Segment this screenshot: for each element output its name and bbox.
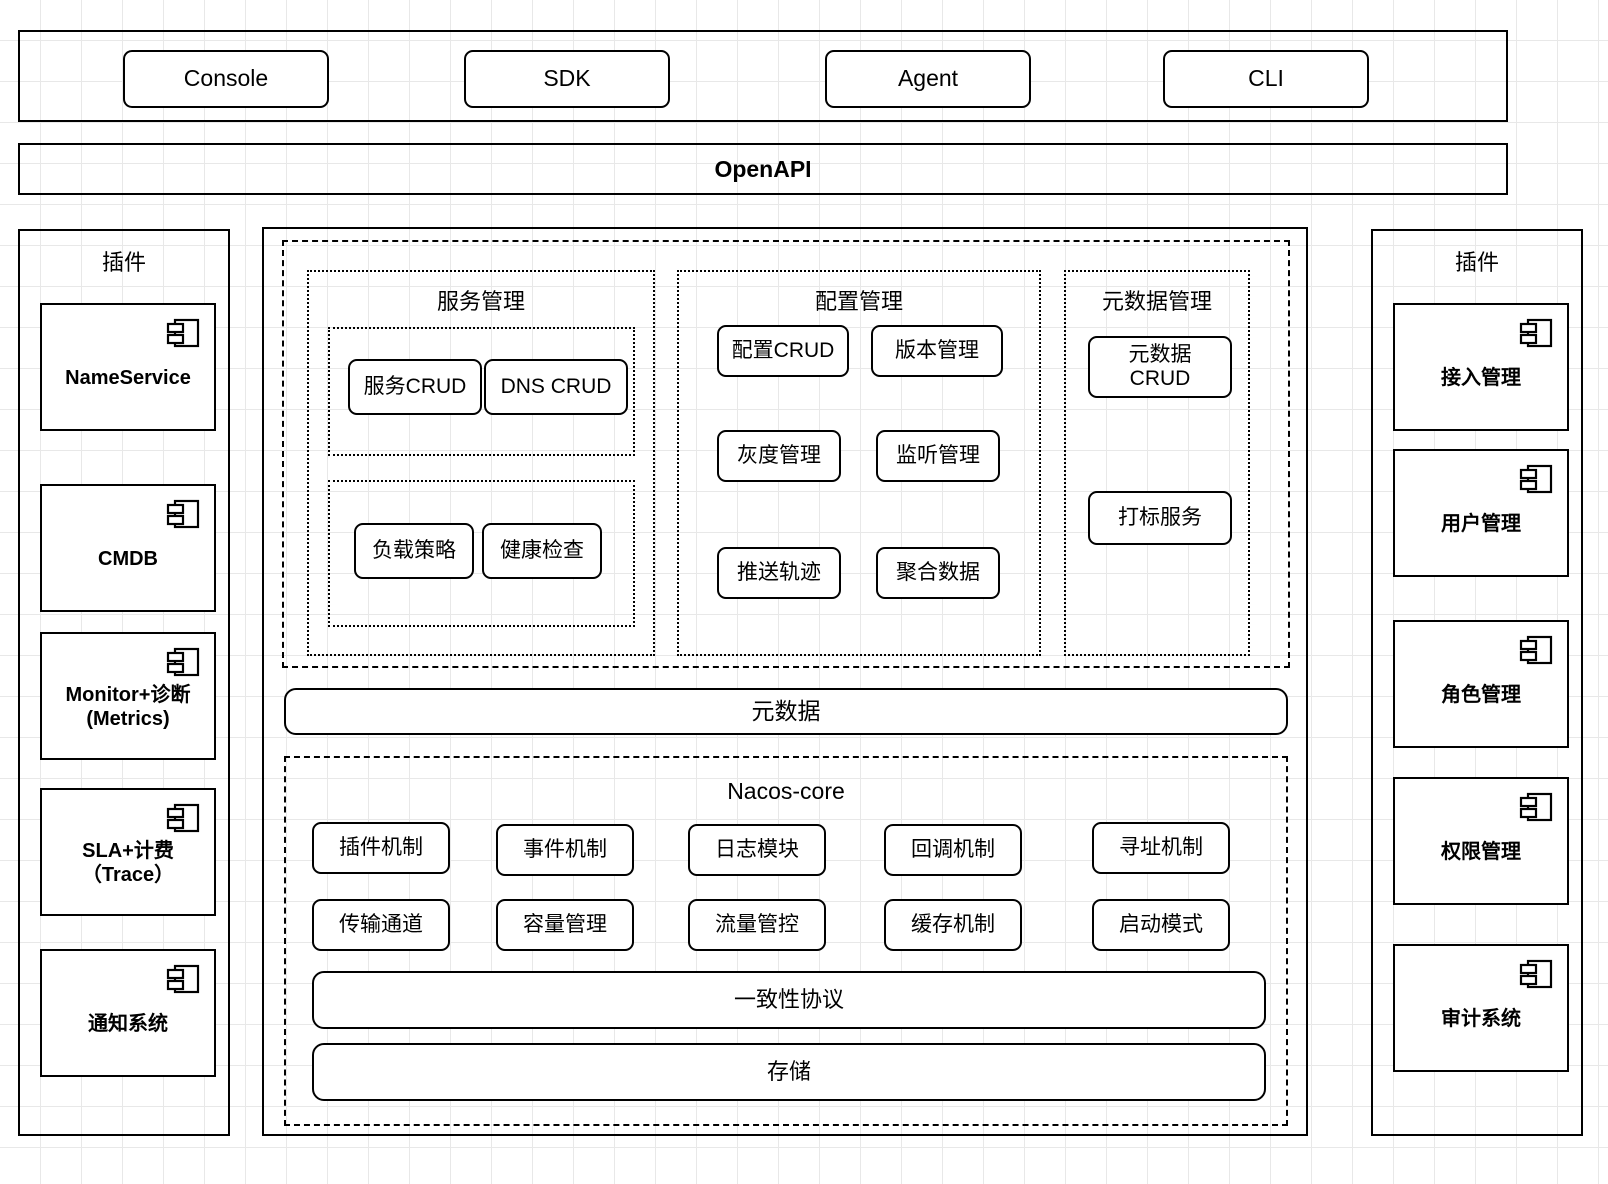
capability-gray-management[interactable]: 灰度管理 (717, 430, 841, 482)
core-plugin-mechanism[interactable]: 插件机制 (312, 822, 450, 874)
capability-health-check[interactable]: 健康检查 (482, 523, 602, 579)
service-management-title: 服务管理 (436, 289, 525, 314)
plugin-access-management[interactable]: 接入管理 (1393, 303, 1569, 431)
openapi-layer-container: OpenAPI (18, 143, 1508, 195)
plugin-nameservice[interactable]: NameService (40, 303, 216, 431)
plugin-label: 接入管理 (1441, 367, 1521, 389)
capability-load-policy[interactable]: 负载策略 (354, 523, 474, 579)
left-plugin-panel-title: 插件 (101, 250, 146, 275)
client-cli[interactable]: CLI (1163, 50, 1369, 108)
core-log-module[interactable]: 日志模块 (688, 824, 826, 876)
plugin-permission-management[interactable]: 权限管理 (1393, 777, 1569, 905)
service-policy-subgroup: 负载策略 健康检查 (328, 480, 635, 627)
metadata-management-group: 元数据管理 元数据 CRUD 打标服务 (1064, 270, 1250, 656)
right-plugin-panel-title: 插件 (1454, 250, 1499, 275)
plugin-label: Monitor+诊断 (Metrics) (65, 684, 191, 730)
client-sdk[interactable]: SDK (464, 50, 670, 108)
plugin-notification-system[interactable]: 通知系统 (40, 949, 216, 1077)
config-management-group: 配置管理 配置CRUD 版本管理 灰度管理 监听管理 推送轨迹 聚合数据 (677, 270, 1041, 656)
nacos-core-container: Nacos-core 插件机制 事件机制 日志模块 回调机制 寻址机制 传输通道… (284, 756, 1288, 1126)
plugin-label: 审计系统 (1441, 1008, 1521, 1030)
plugin-label: 权限管理 (1441, 841, 1521, 863)
core-addressing-mechanism[interactable]: 寻址机制 (1092, 822, 1230, 874)
service-management-group: 服务管理 服务CRUD DNS CRUD 负载策略 健康检查 (307, 270, 655, 656)
capability-aggregate-data[interactable]: 聚合数据 (876, 547, 1000, 599)
plugin-label: SLA+计费 （Trace） (81, 840, 175, 886)
uml-component-icon (166, 647, 200, 677)
core-transport-channel[interactable]: 传输通道 (312, 899, 450, 951)
capability-metadata-crud[interactable]: 元数据 CRUD (1088, 336, 1232, 398)
uml-component-icon (1519, 792, 1553, 822)
plugin-monitor-metrics[interactable]: Monitor+诊断 (Metrics) (40, 632, 216, 760)
nacos-core-title: Nacos-core (727, 778, 845, 804)
metadata-bar[interactable]: 元数据 (284, 688, 1288, 735)
plugin-audit-system[interactable]: 审计系统 (1393, 944, 1569, 1072)
capability-tagging-service[interactable]: 打标服务 (1088, 491, 1232, 545)
uml-component-icon (166, 964, 200, 994)
uml-component-icon (1519, 635, 1553, 665)
capability-service-crud[interactable]: 服务CRUD (348, 359, 482, 415)
uml-component-icon (166, 803, 200, 833)
metadata-management-title: 元数据管理 (1101, 289, 1212, 314)
uml-component-icon (1519, 464, 1553, 494)
plugin-label: 用户管理 (1441, 513, 1521, 535)
client-layer-container: Console SDK Agent CLI (18, 30, 1508, 122)
config-management-title: 配置管理 (814, 289, 903, 314)
plugin-sla-trace[interactable]: SLA+计费 （Trace） (40, 788, 216, 916)
core-cache-mechanism[interactable]: 缓存机制 (884, 899, 1022, 951)
service-crud-subgroup: 服务CRUD DNS CRUD (328, 327, 635, 456)
capability-config-crud[interactable]: 配置CRUD (717, 325, 849, 377)
uml-component-icon (1519, 959, 1553, 989)
plugin-user-management[interactable]: 用户管理 (1393, 449, 1569, 577)
capability-version-management[interactable]: 版本管理 (871, 325, 1003, 377)
plugin-label: CMDB (98, 548, 158, 570)
uml-component-icon (166, 318, 200, 348)
functional-capability-area: 服务管理 服务CRUD DNS CRUD 负载策略 健康检查 配置管理 配置CR… (282, 240, 1290, 668)
core-storage[interactable]: 存储 (312, 1043, 1266, 1101)
core-consistency-protocol[interactable]: 一致性协议 (312, 971, 1266, 1029)
capability-listen-management[interactable]: 监听管理 (876, 430, 1000, 482)
left-plugin-panel: 插件 NameService CMDB Monitor+诊断 (Metrics) (18, 229, 230, 1136)
capability-push-trace[interactable]: 推送轨迹 (717, 547, 841, 599)
uml-component-icon (1519, 318, 1553, 348)
core-event-mechanism[interactable]: 事件机制 (496, 824, 634, 876)
uml-component-icon (166, 499, 200, 529)
plugin-label: 角色管理 (1441, 684, 1521, 706)
capability-dns-crud[interactable]: DNS CRUD (484, 359, 628, 415)
plugin-role-management[interactable]: 角色管理 (1393, 620, 1569, 748)
core-capacity-management[interactable]: 容量管理 (496, 899, 634, 951)
core-panel: 服务管理 服务CRUD DNS CRUD 负载策略 健康检查 配置管理 配置CR… (262, 227, 1308, 1136)
core-callback-mechanism[interactable]: 回调机制 (884, 824, 1022, 876)
plugin-cmdb[interactable]: CMDB (40, 484, 216, 612)
client-agent[interactable]: Agent (825, 50, 1031, 108)
plugin-label: 通知系统 (88, 1013, 168, 1035)
client-console[interactable]: Console (123, 50, 329, 108)
openapi-label: OpenAPI (714, 155, 812, 182)
core-traffic-control[interactable]: 流量管控 (688, 899, 826, 951)
right-plugin-panel: 插件 接入管理 用户管理 角色管理 权限管理 (1371, 229, 1583, 1136)
plugin-label: NameService (65, 367, 191, 389)
core-startup-mode[interactable]: 启动模式 (1092, 899, 1230, 951)
